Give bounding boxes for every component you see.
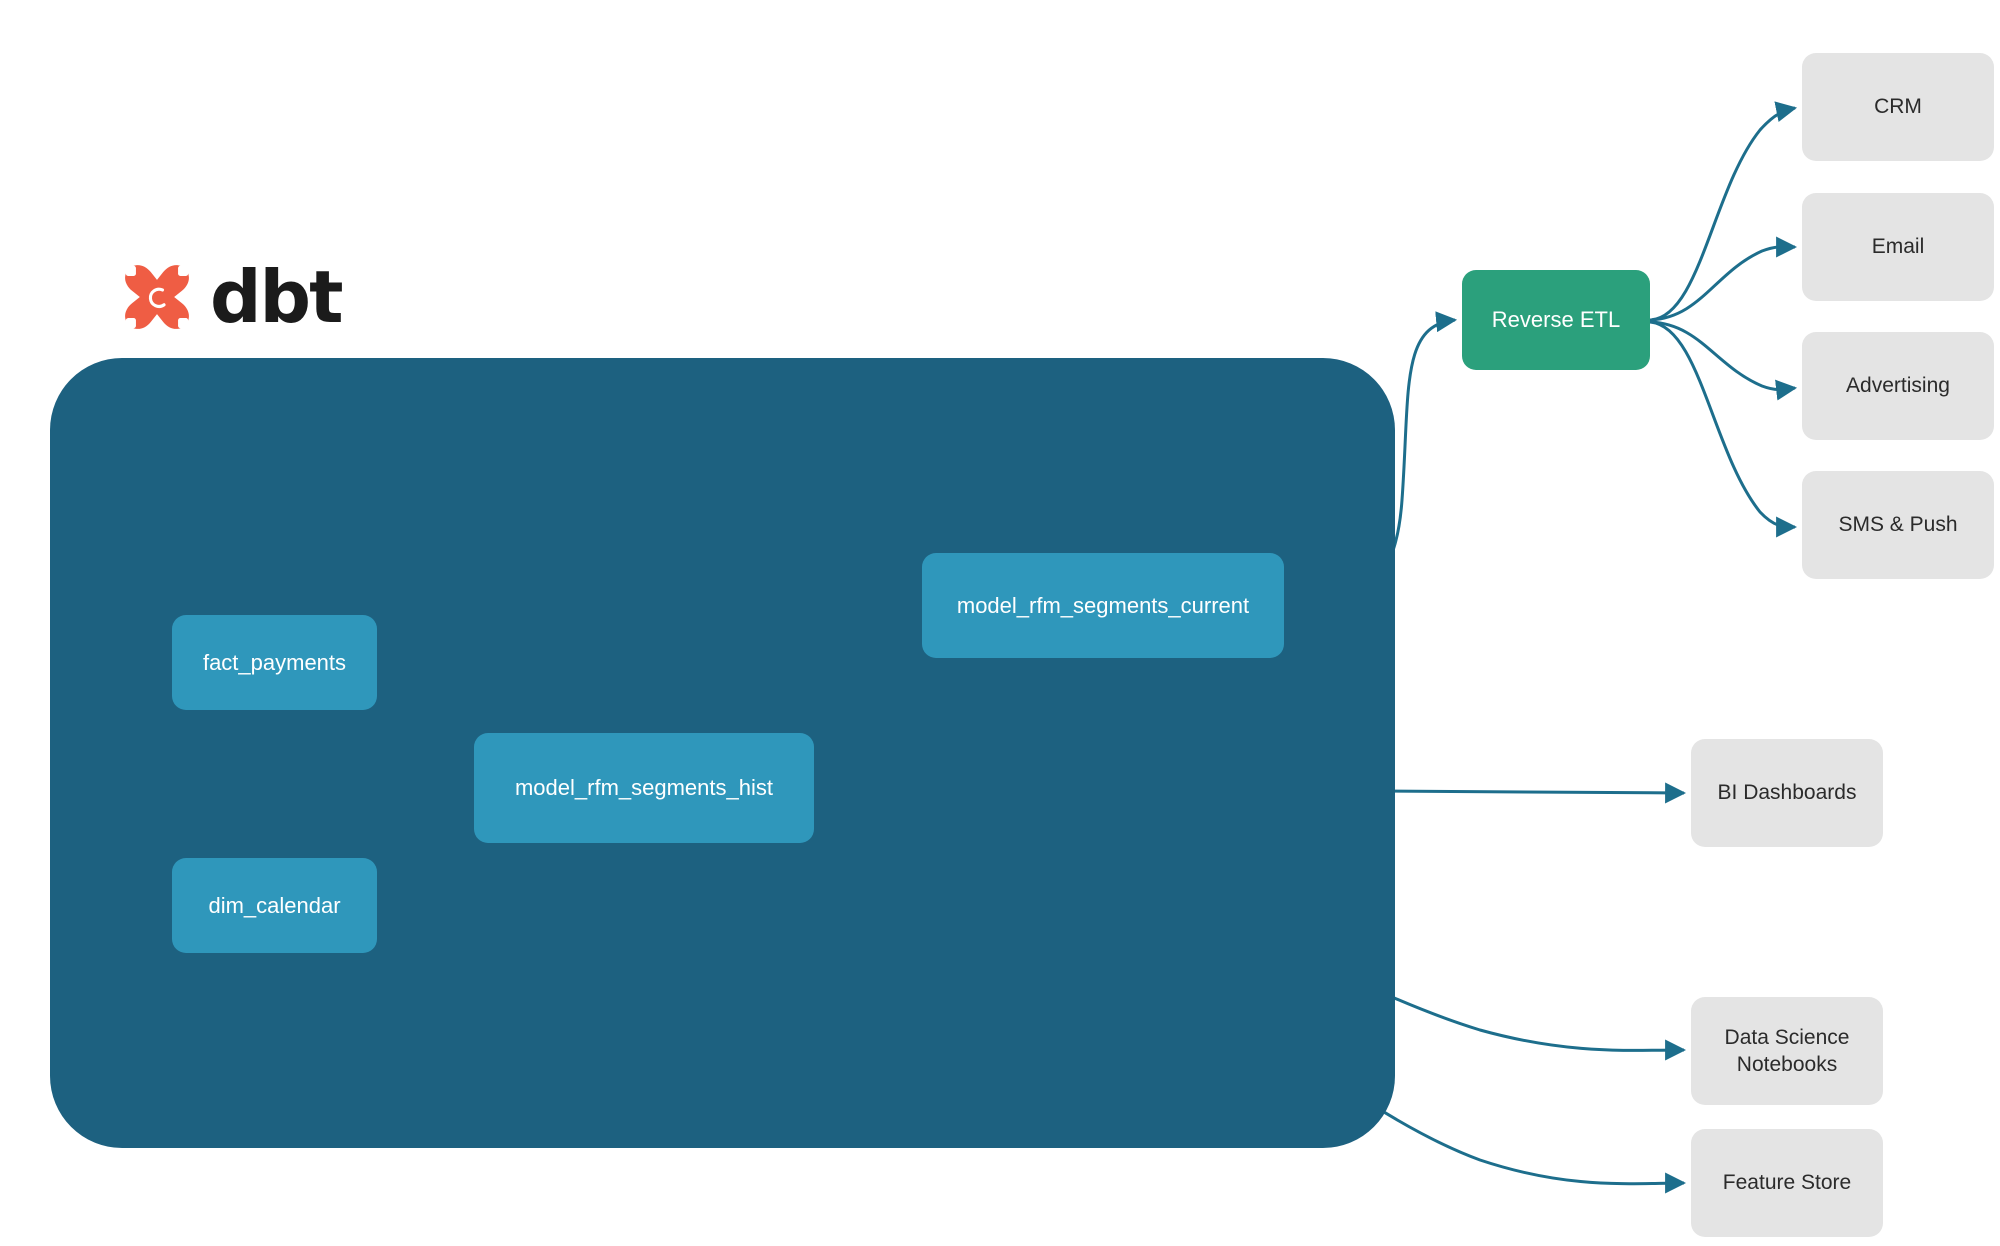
target-node-sms-push[interactable]: SMS & Push xyxy=(1802,471,1994,579)
model-node-model-rfm-segments-current[interactable]: model_rfm_segments_current xyxy=(922,553,1284,658)
target-node-bi-dashboards[interactable]: BI Dashboards xyxy=(1691,739,1883,847)
target-node-crm[interactable]: CRM xyxy=(1802,53,1994,161)
dbt-wordmark: dbt xyxy=(210,255,343,339)
reverse-etl-node[interactable]: Reverse ETL xyxy=(1462,270,1650,370)
target-node-advertising[interactable]: Advertising xyxy=(1802,332,1994,440)
target-node-feature-store[interactable]: Feature Store xyxy=(1691,1129,1883,1237)
model-node-model-rfm-segments-hist[interactable]: model_rfm_segments_hist xyxy=(474,733,814,843)
model-node-fact-payments[interactable]: fact_payments xyxy=(172,615,377,710)
target-node-label: SMS & Push xyxy=(1838,513,1958,537)
target-node-label: Feature Store xyxy=(1722,1171,1852,1195)
target-node-label: BI Dashboards xyxy=(1717,781,1857,805)
model-node-dim-calendar[interactable]: dim_calendar xyxy=(172,858,377,953)
model-node-label: model_rfm_segments_hist xyxy=(514,775,773,801)
target-node-label: Email xyxy=(1871,235,1925,259)
dbt-brand-lockup: dbt xyxy=(118,255,343,339)
model-node-label: dim_calendar xyxy=(208,892,341,918)
target-node-label-line2: Notebooks xyxy=(1736,1053,1838,1076)
edge-reverse-etl-to-sms-push xyxy=(1649,320,1798,538)
model-node-label: model_rfm_segments_current xyxy=(956,592,1250,618)
target-node-label: CRM xyxy=(1874,95,1922,119)
edge-reverse-etl-to-advertising xyxy=(1649,320,1798,401)
edge-reverse-etl-to-email xyxy=(1649,236,1798,322)
target-node-label-line1: Data Science xyxy=(1724,1025,1850,1049)
dbt-x-logo-icon xyxy=(125,265,189,329)
target-node-label: Data Science Notebooks xyxy=(1725,1024,1850,1079)
model-node-label: fact_payments xyxy=(202,649,347,675)
target-node-email[interactable]: Email xyxy=(1802,193,1994,301)
reverse-etl-label: Reverse ETL xyxy=(1491,307,1621,333)
target-node-label: Advertising xyxy=(1846,374,1950,398)
target-node-data-science-notebooks[interactable]: Data Science Notebooks xyxy=(1691,997,1883,1105)
edge-reverse-etl-to-crm xyxy=(1649,101,1798,322)
